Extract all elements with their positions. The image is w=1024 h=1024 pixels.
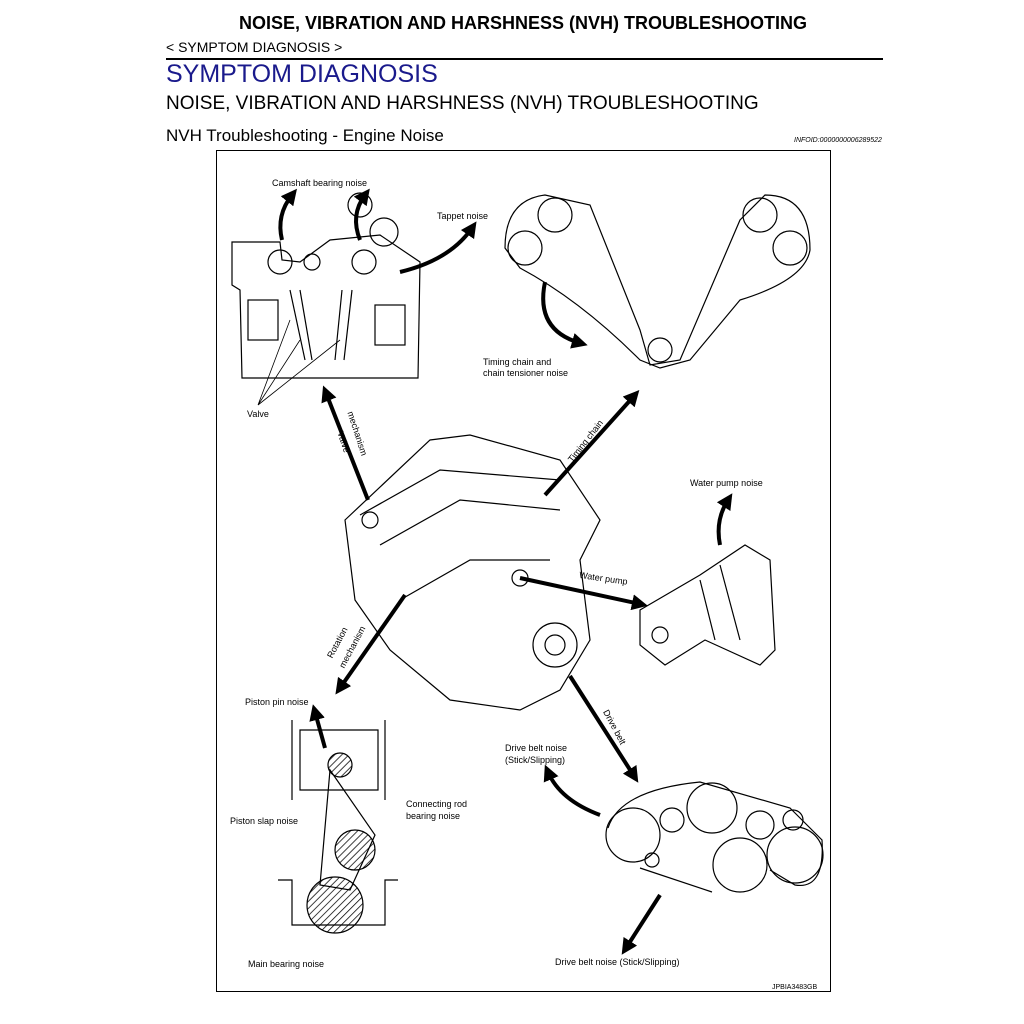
drive-belt-illustration xyxy=(605,781,824,893)
arrow-camshaft xyxy=(278,188,297,241)
label-main-bearing-noise: Main bearing noise xyxy=(248,959,325,969)
arrow-tappet xyxy=(399,221,477,274)
arrow-water-pump xyxy=(519,576,648,611)
label-drive-belt-noise-bottom: Drive belt noise (Stick/Slipping) xyxy=(555,957,680,967)
label-camshaft-bearing-noise: Camshaft bearing noise xyxy=(272,178,368,188)
label-piston-slap-noise: Piston slap noise xyxy=(230,816,299,826)
arrow-valve-mechanism xyxy=(321,385,370,501)
cylinder-head-illustration xyxy=(231,192,421,379)
label-piston-pin-noise: Piston pin noise xyxy=(245,697,309,707)
arrow-drive-belt-noise xyxy=(543,764,601,817)
label-water-pump-noise: Water pump noise xyxy=(690,478,763,488)
arrow-rotation-mechanism xyxy=(335,593,407,695)
topic-title: NVH Troubleshooting - Engine Noise xyxy=(166,126,444,145)
arrow-piston-pin xyxy=(309,704,327,749)
arrow-timing-chain xyxy=(543,390,640,497)
label-drive-belt-noise-2: (Stick/Slipping) xyxy=(505,755,566,765)
label-timing-chain-noise-2: chain tensioner noise xyxy=(483,368,569,378)
header-rule xyxy=(166,58,883,60)
label-connecting-rod-2: bearing noise xyxy=(406,811,461,821)
timing-chain-illustration xyxy=(504,194,811,369)
water-pump-illustration xyxy=(639,544,776,666)
breadcrumb: < SYMPTOM DIAGNOSIS > xyxy=(166,39,343,55)
label-tappet-noise: Tappet noise xyxy=(437,211,489,221)
engine-block-illustration xyxy=(344,434,601,711)
label-drive-belt-noise-1: Drive belt noise xyxy=(505,743,568,753)
figure-code: JPBIA3483GB xyxy=(772,984,818,991)
sub-title: NOISE, VIBRATION AND HARSHNESS (NVH) TRO… xyxy=(166,93,759,114)
label-valve: Valve xyxy=(247,409,269,419)
label-connecting-rod-1: Connecting rod xyxy=(406,799,468,809)
info-id: INFOID:0000000006289522 xyxy=(794,137,882,144)
piston-illustration xyxy=(278,720,398,934)
label-timing-chain-noise-1: Timing chain and xyxy=(483,357,552,367)
arrow-water-pump-noise xyxy=(716,493,733,546)
arrow-timing-chain-noise xyxy=(541,281,588,349)
engine-noise-diagram xyxy=(216,150,831,992)
arrow-camshaft-2 xyxy=(353,188,370,241)
section-title: SYMPTOM DIAGNOSIS xyxy=(166,60,438,88)
arrows xyxy=(278,188,733,955)
arrow-drive-belt xyxy=(568,674,639,783)
valve-leader-lines xyxy=(257,319,341,406)
running-header: NOISE, VIBRATION AND HARSHNESS (NVH) TRO… xyxy=(238,13,808,33)
arrow-drive-belt-noise-bottom xyxy=(621,893,662,955)
